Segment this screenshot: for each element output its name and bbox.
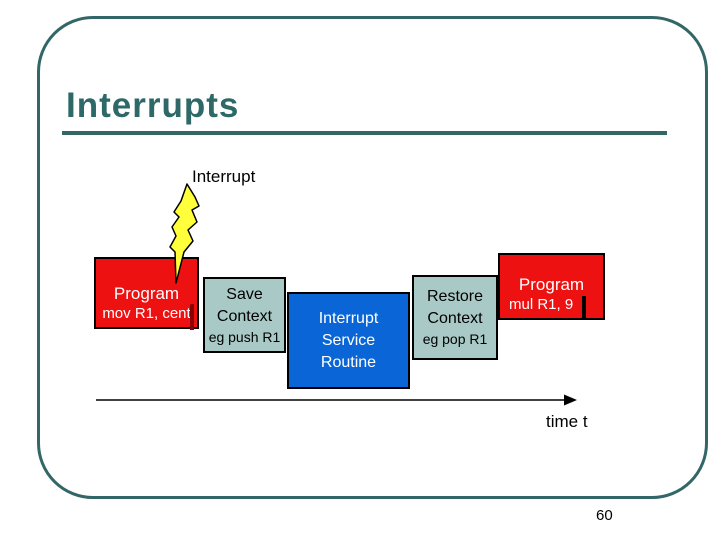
interrupt-label: Interrupt	[192, 167, 256, 186]
program-before-title: Program	[113, 284, 180, 303]
restore-context-line1: Restore	[426, 288, 484, 305]
slide-border	[37, 16, 708, 499]
title-underline	[62, 131, 667, 135]
restore-context-line2: Context	[427, 310, 483, 327]
timeline-arrow	[96, 394, 577, 406]
save-context-line1: Save	[226, 285, 263, 303]
execution-point-marker	[190, 304, 194, 330]
program-after-box: Program mul R1, 9	[498, 253, 605, 320]
page-number: 60	[596, 507, 613, 524]
program-after-title: Program	[518, 275, 585, 294]
program-before-box: Program mov R1, cent	[94, 257, 199, 330]
isr-line2: Service	[321, 331, 376, 349]
interrupt-service-routine-box: Interrupt Service Routine	[287, 292, 410, 389]
page-title: Interrupts	[66, 86, 240, 125]
isr-line3: Routine	[320, 353, 377, 371]
program-before-instruction: mov R1, cent	[102, 305, 191, 322]
isr-line1: Interrupt	[318, 309, 379, 327]
timeline-label: time t	[546, 412, 588, 431]
save-context-line2: Context	[216, 307, 273, 325]
program-after-instruction: mul R1, 9	[509, 296, 574, 313]
resume-point-marker	[582, 296, 586, 320]
save-context-example: eg push R1	[208, 328, 281, 345]
restore-context-example: eg pop R1	[422, 331, 488, 347]
save-context-box: Save Context eg push R1	[203, 277, 286, 353]
restore-context-box: Restore Context eg pop R1	[412, 275, 498, 360]
